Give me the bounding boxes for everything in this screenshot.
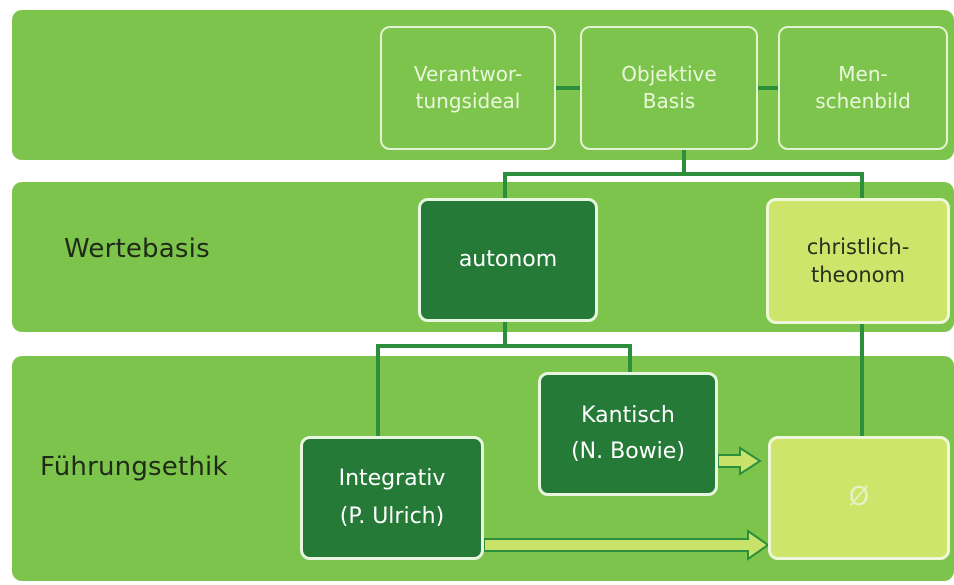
box-objektive-basis: Objektive Basis xyxy=(580,26,758,150)
box-kantisch: Kantisch (N. Bowie) xyxy=(538,372,718,496)
box-integrativ: Integrativ (P. Ulrich) xyxy=(300,436,484,560)
empty-set-icon: Ø xyxy=(848,482,870,513)
arrow-integrativ xyxy=(483,529,770,561)
kantisch-line2: (N. Bowie) xyxy=(571,439,685,464)
verantwortung-line2: tungsideal xyxy=(415,89,521,113)
label-wertebasis: Wertebasis xyxy=(64,234,210,264)
objektiv-line2: Basis xyxy=(642,89,696,113)
arrow-kantisch xyxy=(717,446,762,476)
autonom-label: autonom xyxy=(458,247,558,273)
verantwortung-line1: Verantwor- xyxy=(413,62,523,86)
integrativ-line2: (P. Ulrich) xyxy=(339,504,445,529)
kantisch-line1: Kantisch xyxy=(581,403,675,429)
box-empty-ethics: Ø xyxy=(768,436,950,560)
christlich-line1: christlich- xyxy=(806,234,910,259)
label-fuehrungsethik: Führungsethik xyxy=(40,452,228,482)
integrativ-line1: Integrativ xyxy=(338,466,446,492)
box-christlich-theonom: christlich- theonom xyxy=(766,198,950,324)
objektiv-line1: Objektive xyxy=(621,62,717,86)
christlich-line2: theonom xyxy=(811,263,905,287)
menschen-line1: Men- xyxy=(838,62,888,86)
box-verantwortungsideal: Verantwor- tungsideal xyxy=(380,26,556,150)
menschen-line2: schenbild xyxy=(815,89,911,113)
box-autonom: autonom xyxy=(418,198,598,322)
box-menschenbild: Men- schenbild xyxy=(778,26,948,150)
